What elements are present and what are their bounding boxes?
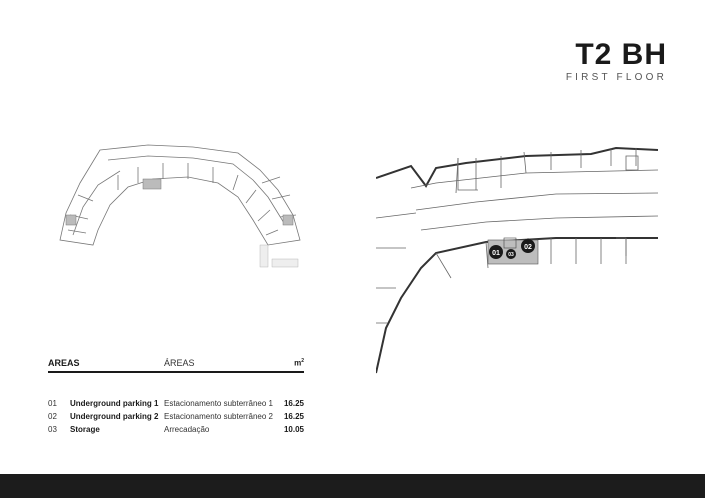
table-row: 01 Underground parking 1 Estacionamento …: [48, 397, 304, 410]
detail-plan: 01 03 02: [376, 146, 659, 374]
areas-heading-pt: ÁREAS: [164, 358, 195, 368]
area-markers: 01 03 02: [489, 239, 535, 259]
area-label-01: 01: [492, 250, 500, 257]
row-name-en: Underground parking 1: [70, 399, 159, 408]
row-name-en: Storage: [70, 425, 100, 434]
key-plan: [59, 144, 301, 268]
area-marker-03: [506, 249, 516, 259]
area-label-03: 03: [508, 252, 514, 258]
areas-table-header: AREAS ÁREAS m2: [48, 354, 304, 373]
row-value: 10.05: [283, 425, 304, 434]
table-row: 02 Underground parking 2 Estacionamento …: [48, 410, 304, 423]
row-number: 02: [48, 412, 57, 421]
areas-unit: m2: [294, 358, 304, 368]
row-name-pt: Estacionamento subterrâneo 2: [164, 412, 273, 421]
row-name-en: Underground parking 2: [70, 412, 159, 421]
area-marker-01: [489, 245, 503, 259]
areas-table: AREAS ÁREAS m2 01 Underground parking 1 …: [48, 354, 304, 436]
page-subtitle: FIRST FLOOR: [565, 72, 667, 83]
areas-heading-en: AREAS: [48, 358, 80, 368]
table-row: 03 Storage Arrecadação 10.05: [48, 423, 304, 436]
row-value: 16.25: [283, 412, 304, 421]
row-number: 03: [48, 425, 57, 434]
area-marker-02: [521, 239, 535, 253]
row-value: 16.25: [283, 399, 304, 408]
row-number: 01: [48, 399, 57, 408]
row-name-pt: Estacionamento subterrâneo 1: [164, 399, 273, 408]
row-name-pt: Arrecadação: [164, 425, 210, 434]
page-title: T2 BH: [575, 38, 667, 71]
footer-bar: [0, 474, 705, 498]
area-label-02: 02: [524, 244, 532, 251]
